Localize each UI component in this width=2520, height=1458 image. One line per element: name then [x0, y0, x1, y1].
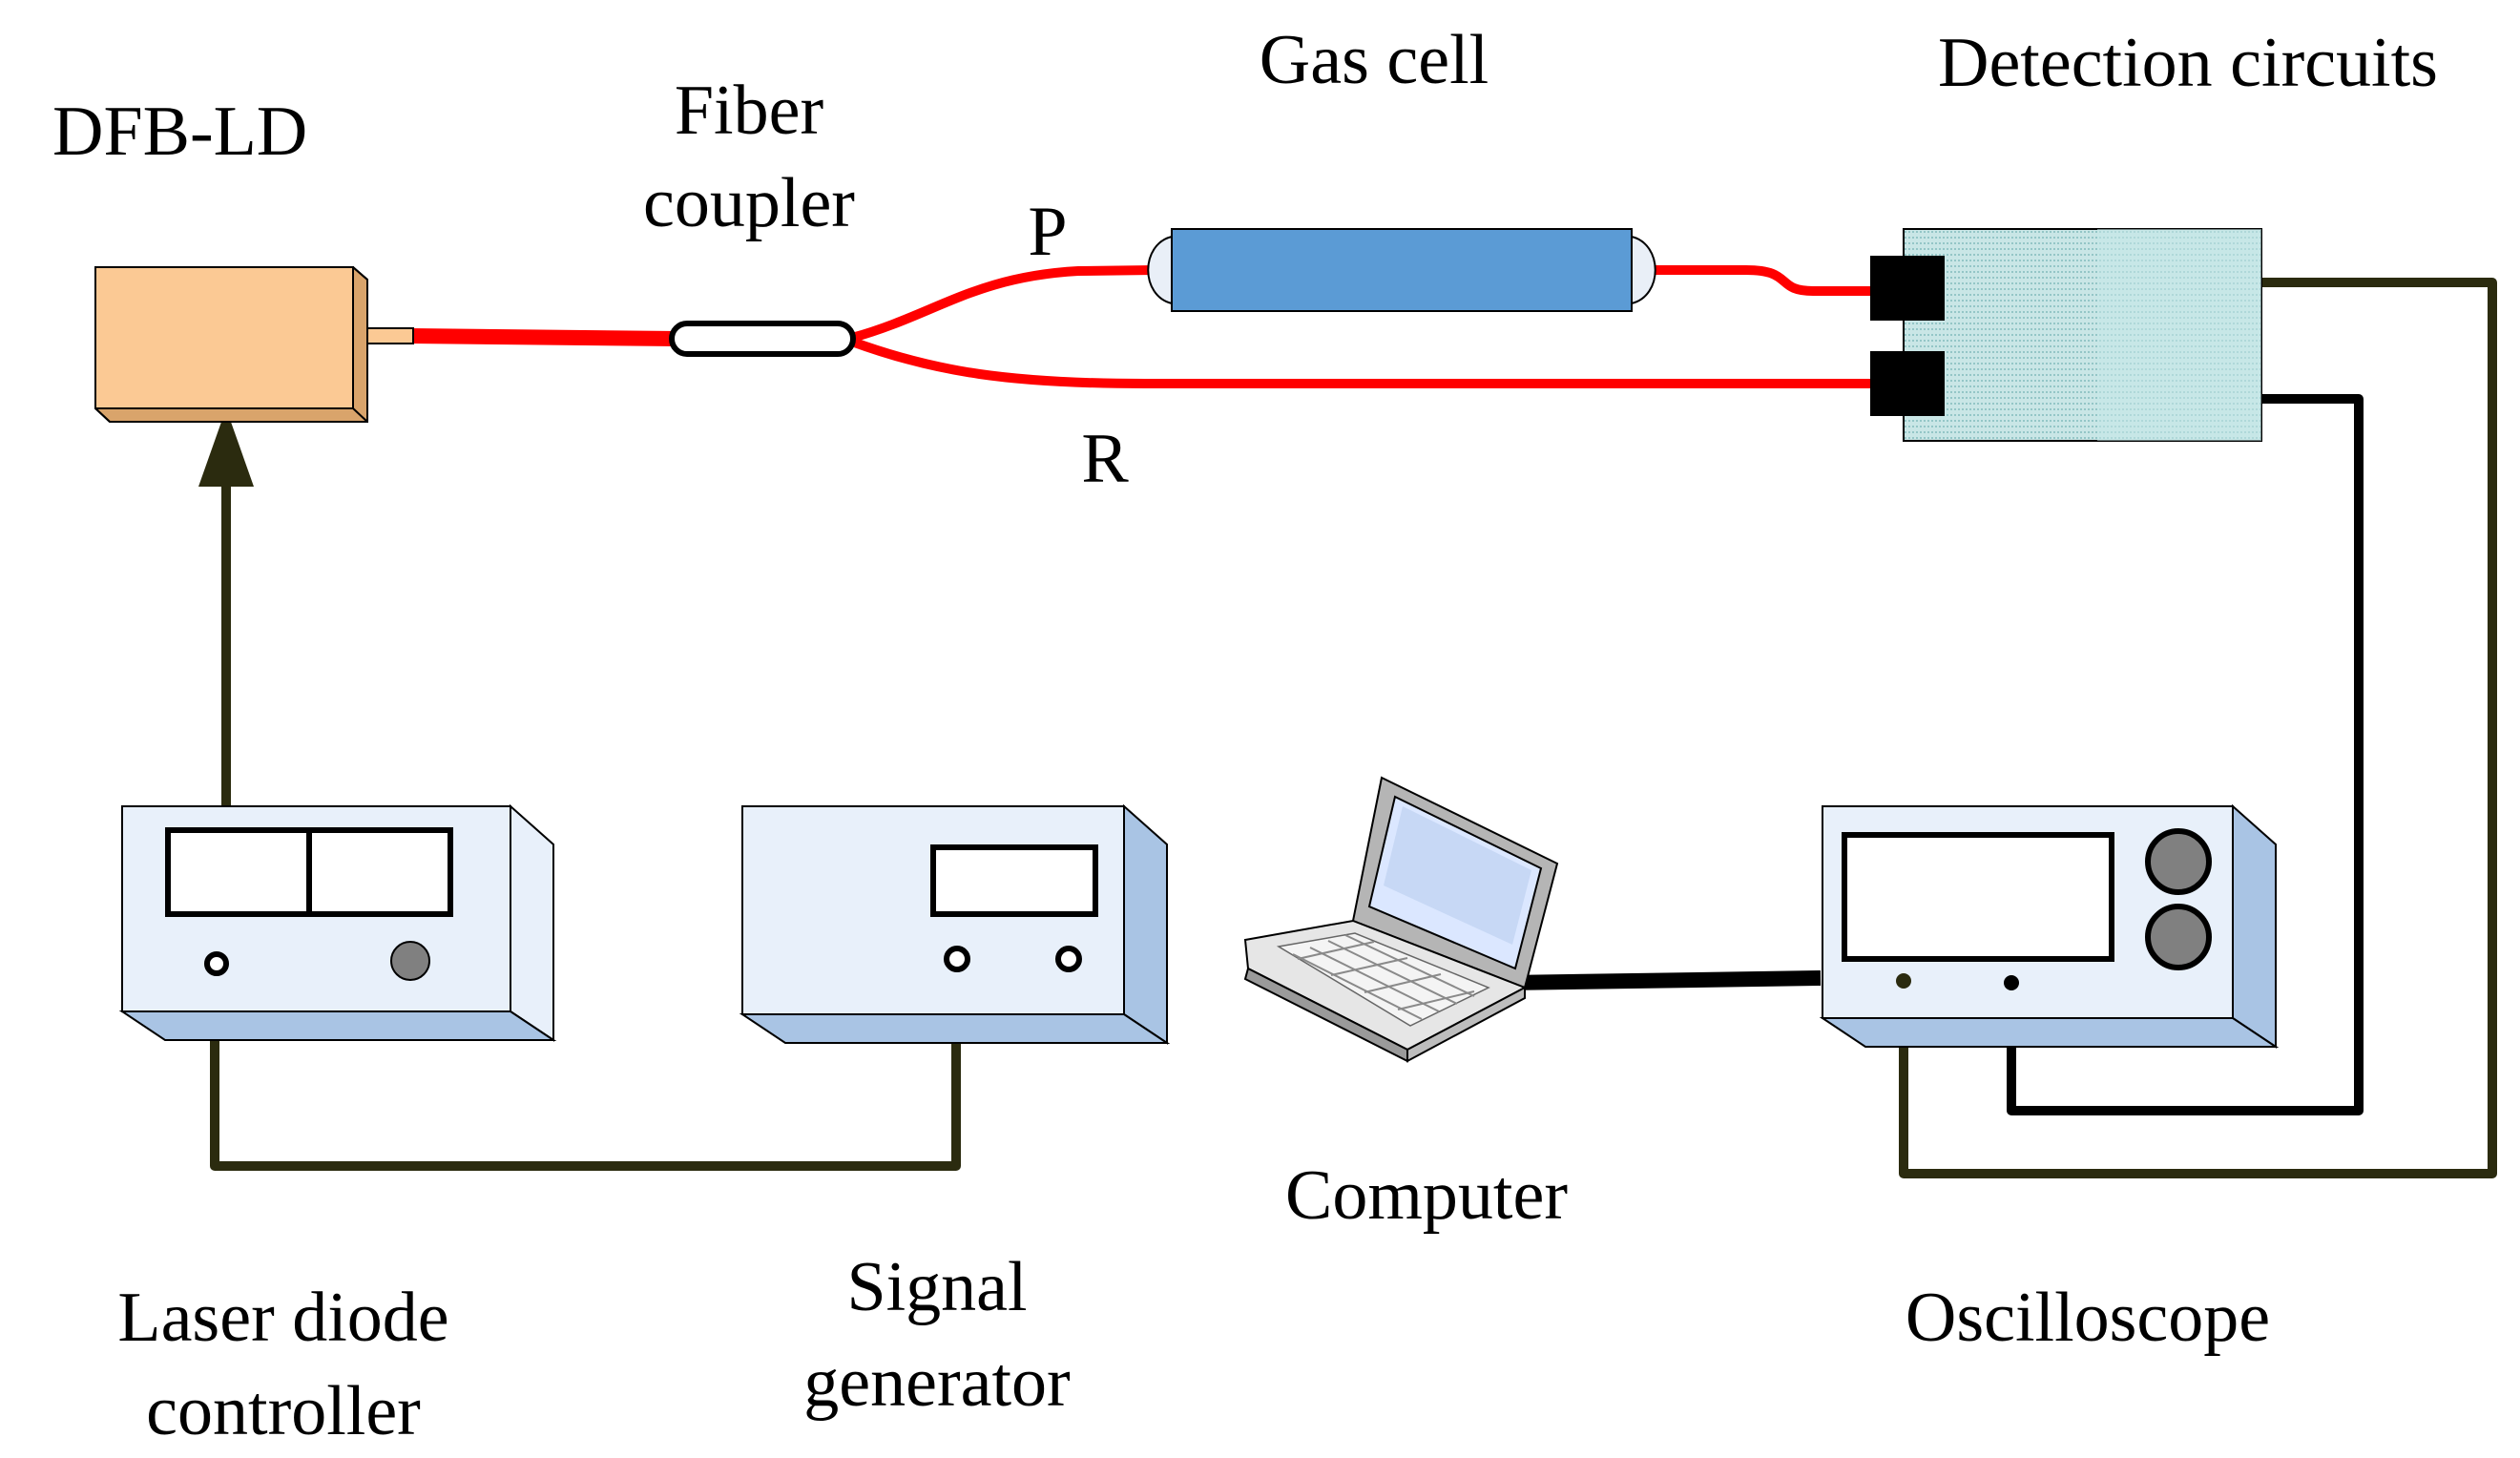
- signal-generator-aux-port: [1055, 946, 1082, 972]
- arrow-head-icon: [198, 408, 254, 487]
- oscilloscope-channel-2-port: [2004, 975, 2019, 990]
- oscilloscope-knob-bottom: [2145, 904, 2212, 970]
- label-computer: Computer: [1285, 1156, 1568, 1235]
- label-laser-controller-line2: controller: [146, 1372, 421, 1450]
- controller-knob: [390, 941, 430, 981]
- label-laser-controller-line1: Laser diode: [117, 1279, 448, 1357]
- fiber-branch-r: [847, 337, 1880, 388]
- photodetector-p: [1870, 256, 1945, 321]
- label-branch-p: P: [1028, 193, 1067, 271]
- signal-generator: [739, 803, 1171, 1045]
- fiber-laser-to-coupler: [403, 328, 685, 346]
- electrical-cables: [210, 278, 2497, 1178]
- cable-detector-to-oscilloscope-inner: [2007, 394, 2364, 1115]
- cable-controller-to-signal-generator: [210, 957, 961, 1171]
- label-fiber-coupler-line2: coupler: [643, 164, 855, 242]
- oscilloscope-screen: [1842, 832, 2114, 962]
- gas-cell: [1147, 228, 1656, 312]
- fiber-coupler: [669, 321, 856, 357]
- cable-detector-to-oscilloscope-outer: [1899, 278, 2497, 1178]
- controller-display-right: [306, 827, 453, 917]
- laser-output-pigtail: [366, 327, 414, 344]
- label-detection-circuits: Detection circuits: [1938, 24, 2438, 102]
- cable-computer-to-oscilloscope: [1507, 970, 1822, 990]
- label-branch-r: R: [1081, 420, 1129, 498]
- oscilloscope-knob-top: [2145, 828, 2212, 895]
- label-signal-generator-line2: generator: [803, 1343, 1070, 1422]
- oscilloscope-channel-1-port: [1896, 973, 1911, 989]
- laser-diode-controller: [118, 803, 557, 1042]
- oscilloscope: [1819, 803, 2280, 1049]
- signal-generator-output-port: [944, 946, 970, 972]
- label-gas-cell: Gas cell: [1260, 21, 1489, 99]
- label-dfb-ld: DFB-LD: [52, 93, 307, 171]
- fiber-gascell-to-detector: [1651, 265, 1880, 296]
- dfb-ld-laser: [94, 266, 414, 423]
- signal-generator-display: [930, 844, 1098, 917]
- optical-fibers: [403, 265, 1880, 388]
- controller-output-port: [204, 951, 229, 976]
- label-oscilloscope: Oscilloscope: [1906, 1279, 2270, 1357]
- laptop-computer-icon: [1243, 776, 1559, 1063]
- detection-circuits-board: [1870, 228, 2262, 442]
- label-signal-generator-line1: Signal: [846, 1248, 1027, 1326]
- controller-display-left: [165, 827, 312, 917]
- fiber-branch-p: [847, 265, 1159, 343]
- label-fiber-coupler-line1: Fiber: [675, 72, 823, 150]
- photodetector-r: [1870, 351, 1945, 416]
- labels: DFB-LD Fiber coupler Gas cell Detection …: [52, 21, 2438, 1450]
